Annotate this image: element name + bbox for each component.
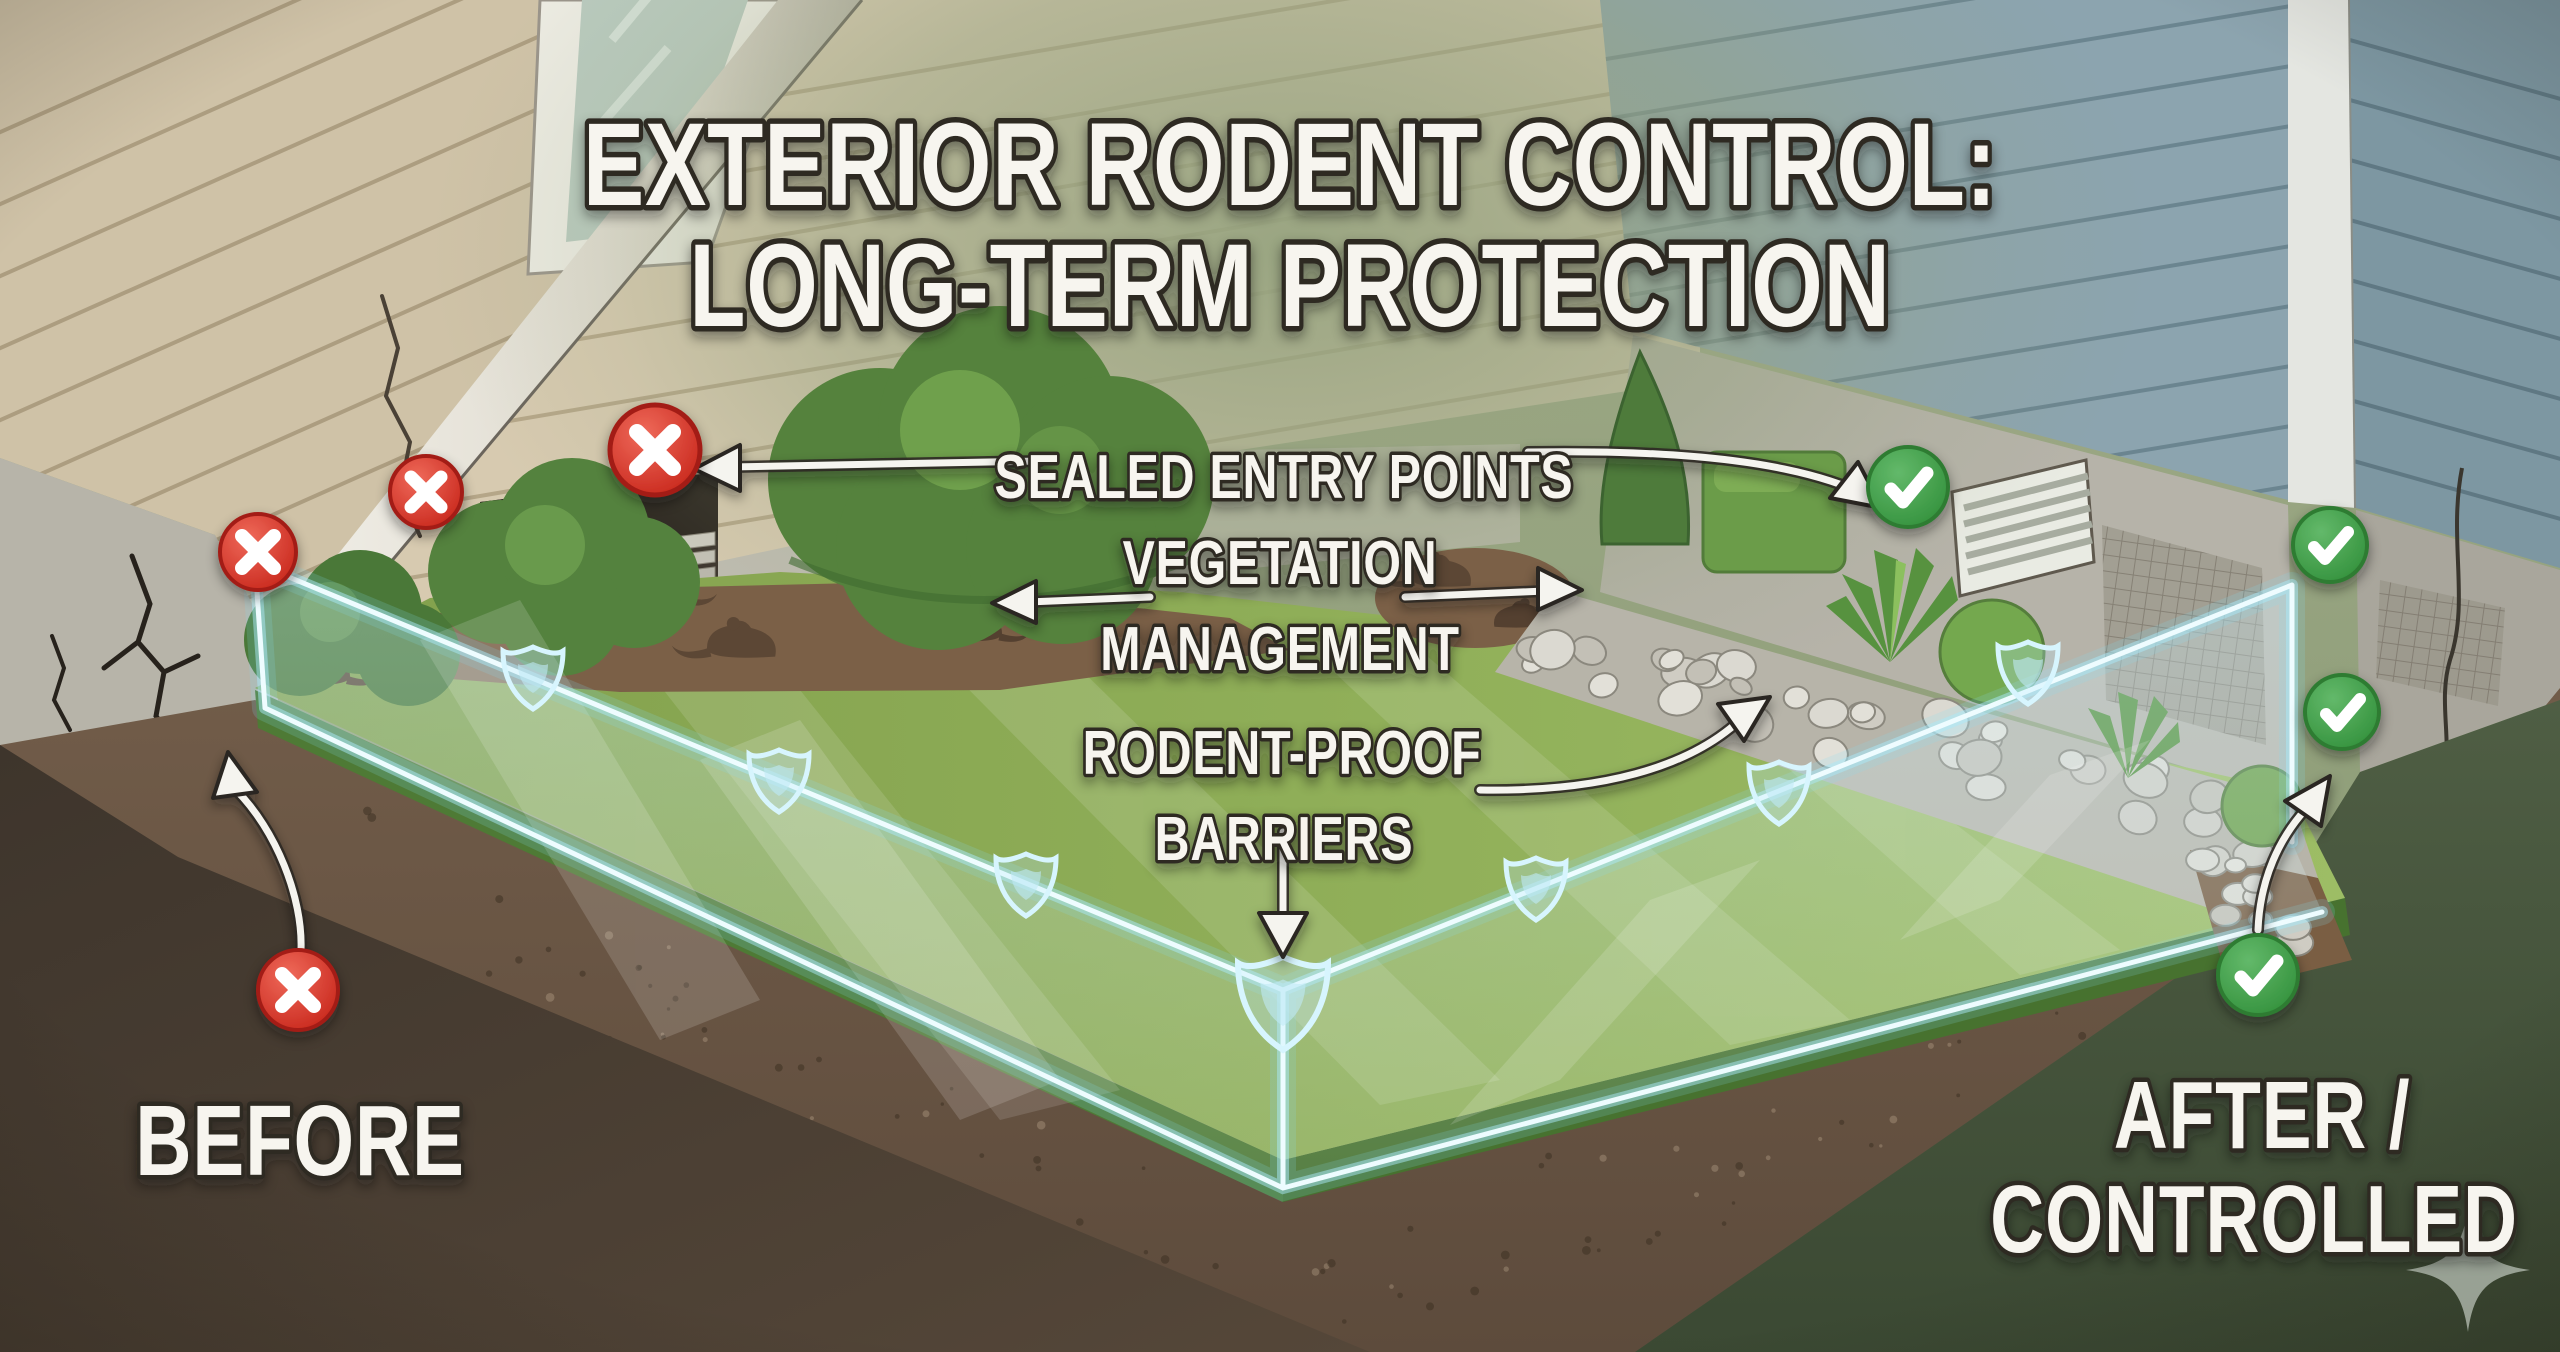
x-circle-icon [388,454,464,530]
check-circle-icon [2291,506,2369,584]
arrow-head-left [692,443,742,493]
title-line-1: EXTERIOR RODENT CONTROL: [583,99,1997,231]
callout-barriers-line-1: RODENT-PROOF [1083,718,1482,787]
check-circle-icon [2303,673,2381,751]
x-circle-icon [218,512,298,592]
after-label-line-1: AFTER / [2114,1062,2411,1169]
after-label-line-2: CONTROLLED [1990,1166,2518,1273]
callout-sealed-entry-points: SEALED ENTRY POINTS [995,442,1574,511]
arrow-head-right [1536,566,1584,612]
annotation-arrows [211,443,2332,959]
text-layer: EXTERIOR RODENT CONTROL: LONG-TERM PROTE… [131,94,2521,1277]
sparkle-icon [2406,1208,2530,1332]
callout-barriers-line-2: BARRIERS [1155,804,1414,873]
arrow-head-up-right [1716,695,1772,743]
callout-vegetation-line-2: MANAGEMENT [1100,614,1460,683]
x-circle-icon [607,402,703,498]
x-circle-icon [256,948,340,1032]
callout-vegetation-line-1: VEGETATION [1123,528,1438,597]
arrow-head-down [1257,911,1309,959]
arrow-head-left [990,579,1038,625]
status-markers [218,402,2381,1032]
arrow-head-up-right [2283,774,2332,828]
arrow-head-up [211,750,259,800]
before-label: BEFORE [135,1086,465,1198]
arrow-heads [211,443,2332,959]
check-circle-icon [1866,445,1950,529]
title-line-2: LONG-TERM PROTECTION [689,220,1891,352]
check-circle-icon [2216,933,2300,1017]
